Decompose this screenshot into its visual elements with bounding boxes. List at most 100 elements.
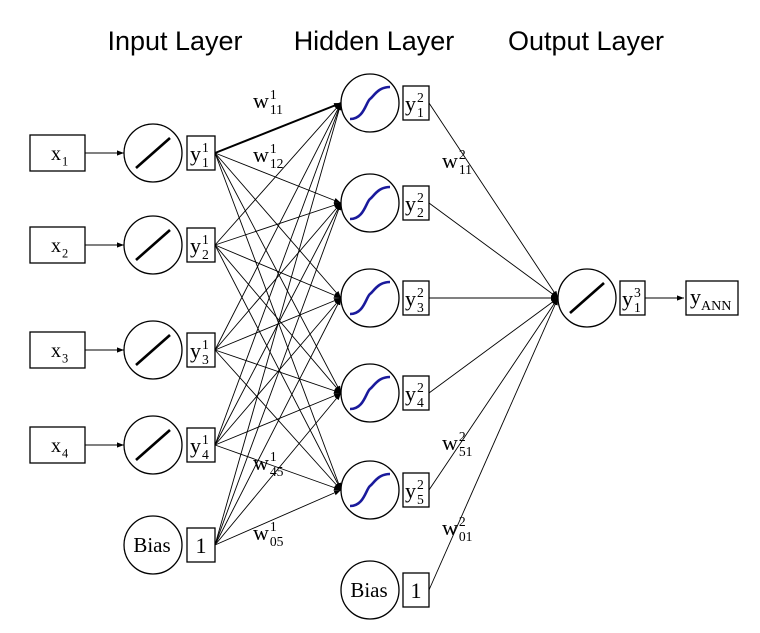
output-neuron-label-y3-base: y bbox=[622, 286, 633, 311]
input-output-label-y2-base: y bbox=[190, 233, 201, 258]
output-neuron-label-y3-subscript: 1 bbox=[634, 300, 641, 315]
input-bias-value-box bbox=[186, 527, 216, 563]
edge-input3-to-hidden1 bbox=[214, 102, 342, 351]
final-output-label-base: y bbox=[690, 284, 701, 309]
input-output-label-y2-superscript: 1 bbox=[202, 232, 209, 247]
final-output-label-subscript: ANN bbox=[701, 299, 731, 314]
edge-input4-to-hidden5 bbox=[214, 444, 342, 491]
input-output-label-y3-superscript: 1 bbox=[202, 337, 209, 352]
edge-hidden2-to-output bbox=[428, 202, 559, 299]
input-label-x2-subscript: 2 bbox=[62, 247, 68, 261]
hidden-output-label-y5-superscript: 2 bbox=[417, 477, 424, 492]
input-output-box-y1 bbox=[186, 135, 216, 171]
edge-input1-to-hidden3 bbox=[214, 152, 342, 299]
weight-label-w05-1-subscript: 05 bbox=[270, 534, 284, 549]
edge-input2-to-hidden2 bbox=[214, 202, 342, 246]
hidden-output-box-y3 bbox=[402, 280, 430, 316]
output-layer-title: Output Layer bbox=[508, 26, 664, 56]
weight-label-w12-1-subscript: 12 bbox=[270, 156, 284, 171]
sigmoid-activation-icon bbox=[349, 375, 391, 411]
hidden-layer-title: Hidden Layer bbox=[294, 26, 455, 56]
weight-label-w51-2-subscript: 51 bbox=[459, 444, 473, 459]
sigmoid-activation-icon bbox=[349, 85, 391, 121]
input-bias-label: Bias bbox=[133, 533, 170, 557]
hidden-output-label-y1-subscript: 1 bbox=[417, 105, 424, 120]
edge-input1-to-hidden1 bbox=[214, 102, 342, 154]
input-output-label-y4-base: y bbox=[190, 433, 201, 458]
edge-input4-to-hidden3 bbox=[214, 297, 342, 446]
weight-label-w11-1-base: w bbox=[253, 88, 269, 113]
hidden-bias-neuron bbox=[340, 560, 400, 620]
hidden-output-label-y2-superscript: 2 bbox=[417, 190, 424, 205]
nodes-layer bbox=[29, 73, 739, 620]
hidden-output-label-y3-superscript: 2 bbox=[417, 285, 424, 300]
hidden-output-label-y3-base: y bbox=[405, 286, 416, 311]
input-output-box-y4 bbox=[186, 427, 216, 463]
input-label-x4-base: x bbox=[51, 435, 61, 457]
hidden-output-box-y5 bbox=[402, 472, 430, 508]
output-neuron-label-y3-superscript: 3 bbox=[634, 285, 641, 300]
sigmoid-activation-icon bbox=[349, 472, 391, 508]
input-output-label-y3-base: y bbox=[190, 338, 201, 363]
hidden-output-label-y5-subscript: 5 bbox=[417, 492, 424, 507]
input-output-label-y1-base: y bbox=[190, 141, 201, 166]
hidden-output-label-y4-subscript: 4 bbox=[417, 395, 424, 410]
edge-input-bias-to-hidden3 bbox=[214, 297, 342, 546]
edge-input2-to-hidden1 bbox=[214, 102, 342, 246]
hidden-bias-value-box bbox=[402, 572, 430, 608]
linear-activation-icon bbox=[135, 429, 171, 461]
input-layer-title: Input Layer bbox=[107, 26, 242, 56]
input-label-x3-base: x bbox=[51, 340, 61, 362]
input-box-x4 bbox=[29, 426, 86, 464]
hidden-bias-label: Bias bbox=[350, 578, 387, 602]
input-output-box-y2 bbox=[186, 227, 216, 263]
hidden-output-label-y4-superscript: 2 bbox=[417, 380, 424, 395]
weight-label-w12-1-superscript: 1 bbox=[270, 141, 277, 156]
input-output-label-y4-superscript: 1 bbox=[202, 432, 209, 447]
sigmoid-activation-icon bbox=[349, 185, 391, 221]
weight-label-w01-2-base: w bbox=[442, 515, 458, 540]
weight-label-w51-2-superscript: 2 bbox=[459, 429, 466, 444]
input-output-label-y1-superscript: 1 bbox=[202, 140, 209, 155]
hidden-output-label-y2-base: y bbox=[405, 191, 416, 216]
edge-input4-to-hidden1 bbox=[214, 102, 342, 446]
hidden-output-box-y2 bbox=[402, 185, 430, 221]
input-label-x4-subscript: 4 bbox=[62, 447, 68, 461]
weight-label-w01-2-subscript: 01 bbox=[459, 529, 473, 544]
weight-label-w51-2-base: w bbox=[442, 430, 458, 455]
weight-label-w12-1-base: w bbox=[253, 142, 269, 167]
hidden-output-label-y5-base: y bbox=[405, 478, 416, 503]
edge-input2-to-hidden3 bbox=[214, 244, 342, 299]
input-box-x2 bbox=[29, 226, 86, 264]
weight-label-w05-1-base: w bbox=[253, 520, 269, 545]
weight-label-w11-1-superscript: 1 bbox=[270, 87, 277, 102]
hidden-output-label-y3-subscript: 3 bbox=[417, 300, 424, 315]
hidden-output-label-y1-base: y bbox=[405, 91, 416, 116]
edge-input2-to-hidden4 bbox=[214, 244, 342, 394]
output-neuron-box-y3 bbox=[619, 280, 646, 316]
input-bias-value: 1 bbox=[196, 533, 207, 558]
edge-input3-to-hidden2 bbox=[214, 202, 342, 351]
input-output-label-y1-subscript: 1 bbox=[202, 155, 209, 170]
hidden-output-label-y1-superscript: 2 bbox=[417, 90, 424, 105]
input-box-x3 bbox=[29, 331, 86, 369]
hidden-neuron-2 bbox=[340, 173, 400, 233]
weight-label-w01-2-superscript: 2 bbox=[459, 514, 466, 529]
